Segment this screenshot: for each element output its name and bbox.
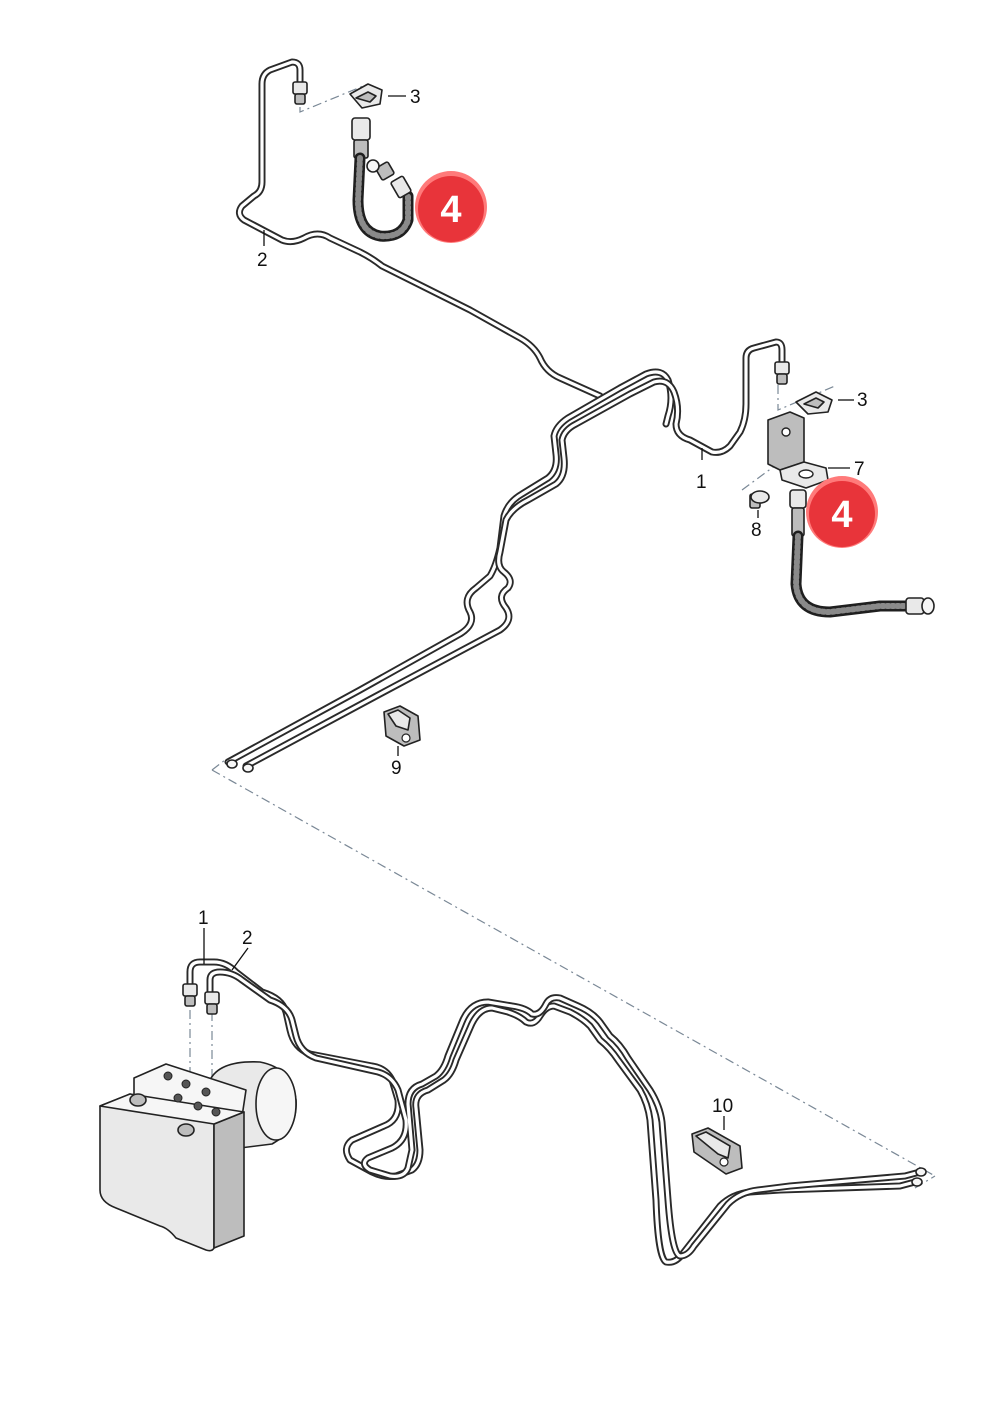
highlight-badge-4-upper: 4	[415, 171, 487, 243]
clip-10	[691, 1127, 743, 1175]
brake-line-twin-bundle-lower	[182, 958, 927, 1266]
abs-hydraulic-unit	[99, 1061, 297, 1252]
callout-8: 8	[751, 520, 762, 541]
badge-4-right-label: 4	[831, 494, 852, 536]
badge-4-upper-label: 4	[440, 189, 461, 231]
callout-3-right: 3	[857, 390, 868, 411]
callout-10: 10	[712, 1096, 733, 1117]
callout-1-right: 1	[696, 472, 707, 493]
callout-7: 7	[854, 459, 865, 480]
callout-labels: 2 3 3 1 7 8 9 1 2 10	[198, 87, 868, 1117]
callout-9: 9	[391, 758, 402, 779]
callout-2-upper: 2	[257, 250, 268, 271]
clip-3-top	[349, 83, 383, 109]
brake-hose-upper	[351, 117, 414, 242]
clip-3-right	[795, 391, 833, 415]
reference-dashed-lines	[189, 83, 936, 1189]
brake-hose-right	[789, 489, 935, 618]
brake-line-twin-bundle-upper	[224, 338, 790, 773]
callout-2-bottom: 2	[242, 928, 253, 949]
callout-1-bottom: 1	[198, 908, 209, 929]
brake-line-2-upper	[235, 58, 604, 400]
callout-3-upper: 3	[410, 87, 421, 108]
leader-lines	[203, 95, 854, 1130]
bracket-7	[767, 411, 829, 489]
highlight-badge-4-right: 4	[806, 476, 878, 548]
bolt-8	[749, 490, 770, 509]
clip-9	[383, 705, 421, 747]
